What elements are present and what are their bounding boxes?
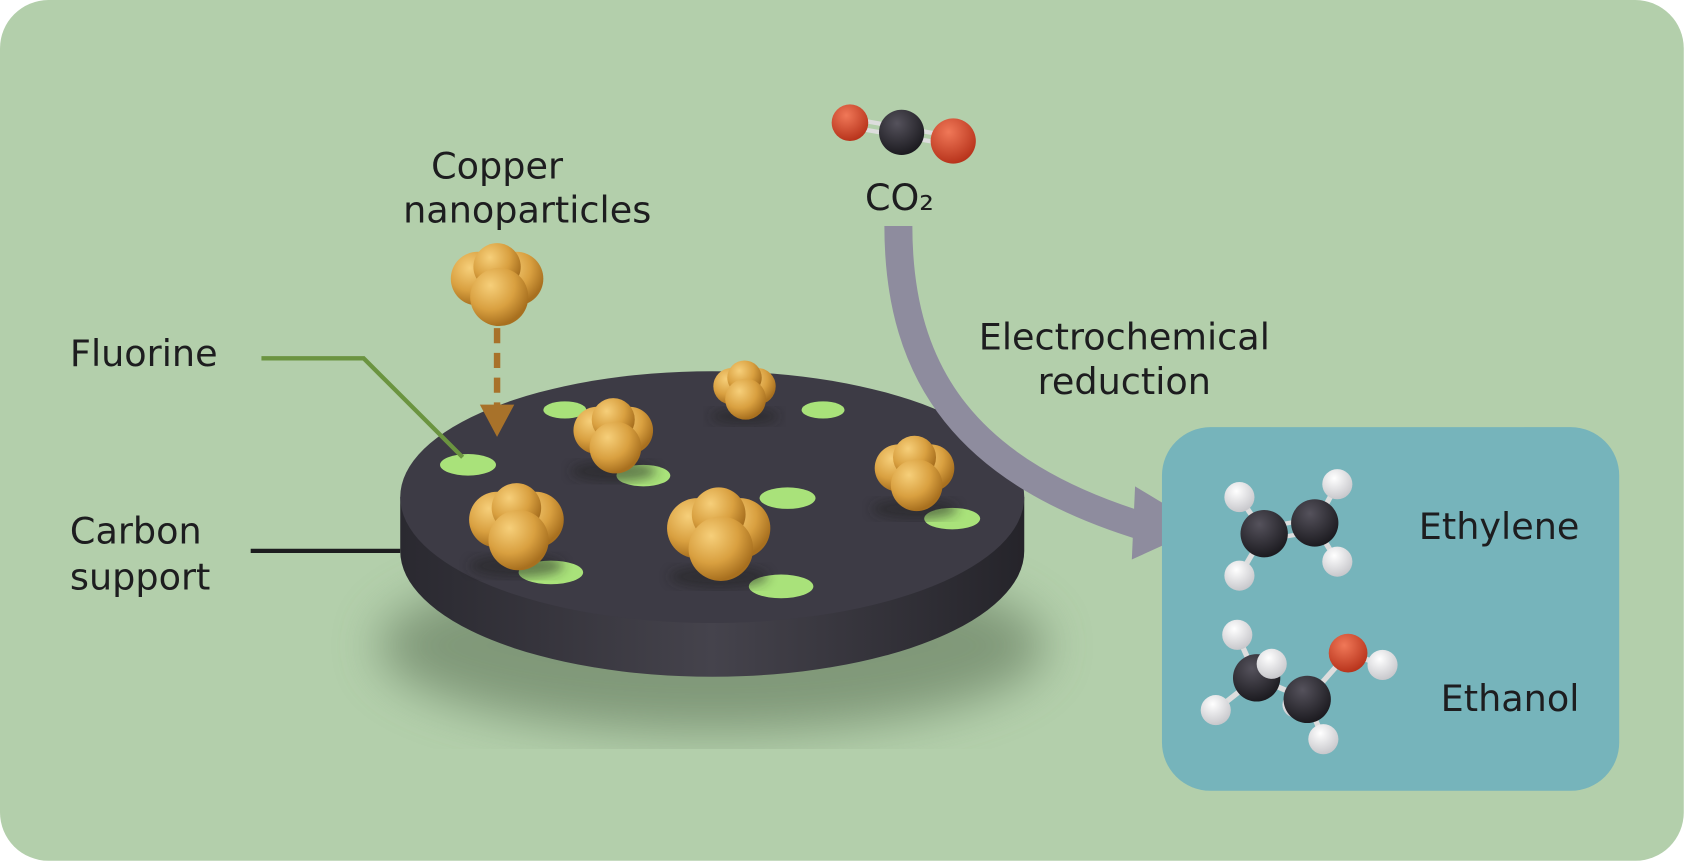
copper-cluster: [570, 398, 657, 483]
reduction-label-line1: Electrochemical: [979, 316, 1270, 359]
ethylene-label: Ethylene: [1419, 505, 1580, 548]
carbon-support-label-line1: Carbon: [70, 509, 202, 552]
fluorine-label: Fluorine: [70, 332, 218, 375]
carbon-support-label-line2: support: [70, 556, 210, 599]
copper-cluster: [710, 360, 779, 426]
deposition-arrow: [479, 328, 515, 437]
copper-nanoparticles-on-disc: [469, 360, 958, 589]
ethanol-molecule-icon: [1200, 619, 1398, 755]
copper-cluster-falling: [450, 243, 544, 327]
ethylene-molecule-icon: [1224, 469, 1353, 591]
co2-molecule-icon: [831, 104, 976, 164]
copper-cluster: [871, 435, 958, 520]
copper-cluster: [469, 483, 564, 578]
co2-label: CO₂: [865, 176, 934, 219]
products-box: [1161, 427, 1620, 791]
ethanol-label: Ethanol: [1441, 677, 1580, 720]
copper-label-line1: Copper: [431, 145, 564, 188]
copper-label-line2: nanoparticles: [403, 189, 651, 232]
copper-cluster: [667, 487, 771, 589]
fluorine-leader-line: [261, 356, 465, 459]
reduction-label-line2: reduction: [1038, 360, 1211, 403]
